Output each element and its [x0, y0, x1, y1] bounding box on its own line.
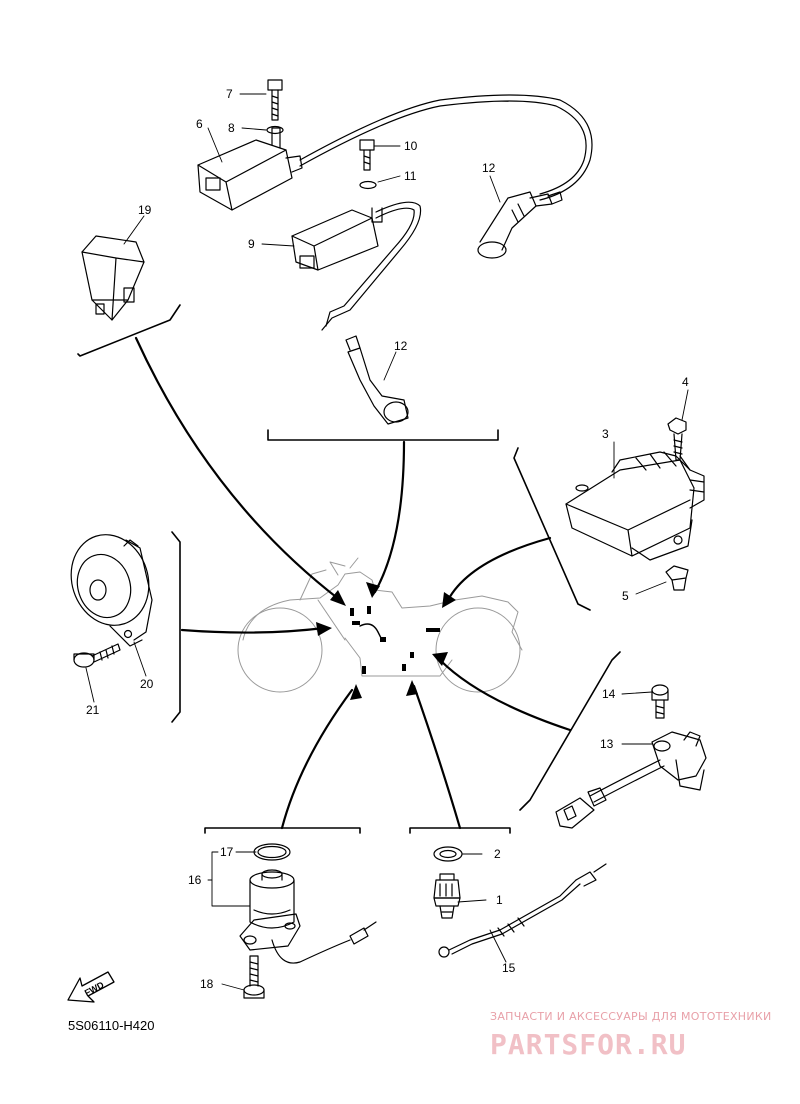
- callout-12-lower: 12: [394, 339, 408, 353]
- callout-3: 3: [602, 427, 609, 441]
- bolt-14: [651, 684, 669, 719]
- grommet-5: [665, 565, 689, 591]
- diagram-code: 5S06110-H420: [68, 1018, 155, 1033]
- callout-16: 16: [188, 873, 202, 887]
- callout-10: 10: [404, 139, 418, 153]
- callout-4: 4: [682, 375, 689, 389]
- washer-11: [359, 180, 377, 190]
- callout-6: 6: [196, 117, 203, 131]
- bolt-10: [359, 139, 375, 171]
- ignition-coil-9: [291, 201, 422, 331]
- motorcycle-silhouette: [237, 557, 523, 693]
- group-brackets: [77, 304, 621, 834]
- washer-8: [266, 125, 284, 135]
- callout-17: 17: [220, 845, 234, 859]
- plug-cap-12-lower: [345, 335, 409, 425]
- callout-1: 1: [496, 893, 503, 907]
- ignition-coil-6: [197, 94, 593, 211]
- wire-mark: [359, 623, 383, 641]
- callout-14: 14: [602, 687, 616, 701]
- callout-9: 9: [248, 237, 255, 251]
- speed-sensor-13: [555, 731, 707, 829]
- callout-7: 7: [226, 87, 233, 101]
- bolt-18: [243, 955, 265, 999]
- location-marks: [350, 606, 440, 674]
- callout-20: 20: [140, 677, 154, 691]
- arrow-heads: [316, 582, 456, 700]
- neutral-switch-1: [433, 873, 461, 919]
- callout-12-top: 12: [482, 161, 496, 175]
- bolt-7: [267, 79, 283, 121]
- leader-arrows: [134, 336, 572, 830]
- callout-leaders: [85, 93, 689, 991]
- fwd-label: FWD: [83, 979, 106, 998]
- horn-20: [70, 534, 153, 647]
- callout-19: 19: [138, 203, 152, 217]
- callout-8: 8: [228, 121, 235, 135]
- bolt-21: [73, 643, 121, 668]
- callout-13: 13: [600, 737, 614, 751]
- callout-18: 18: [200, 977, 214, 991]
- watermark-brand: PARTSFOR.RU: [490, 1028, 686, 1061]
- callout-21: 21: [86, 703, 100, 717]
- callout-15: 15: [502, 961, 516, 975]
- washer-2: [433, 846, 463, 862]
- sensor-16: [239, 869, 377, 964]
- fwd-arrow: FWD: [67, 971, 115, 1003]
- callout-2: 2: [494, 847, 501, 861]
- watermark-tagline: ЗАПЧАСТИ И АКСЕССУАРЫ ДЛЯ МОТОТЕХНИКИ: [490, 1010, 772, 1023]
- plug-cap-12-top: [477, 191, 563, 259]
- callout-labels: 7 8 6 10 11 12 9 19 12 4 3 5 14 13 20 21…: [86, 87, 689, 991]
- cable-15: [438, 863, 607, 958]
- oring-17: [253, 843, 291, 861]
- relay-19: [81, 235, 145, 321]
- watermark: ЗАПЧАСТИ И АКСЕССУАРЫ ДЛЯ МОТОТЕХНИКИ PA…: [490, 1010, 772, 1061]
- screw-4: [667, 417, 687, 461]
- callout-5: 5: [622, 589, 629, 603]
- ignitor-unit-3: [565, 451, 705, 561]
- callout-11: 11: [404, 169, 417, 183]
